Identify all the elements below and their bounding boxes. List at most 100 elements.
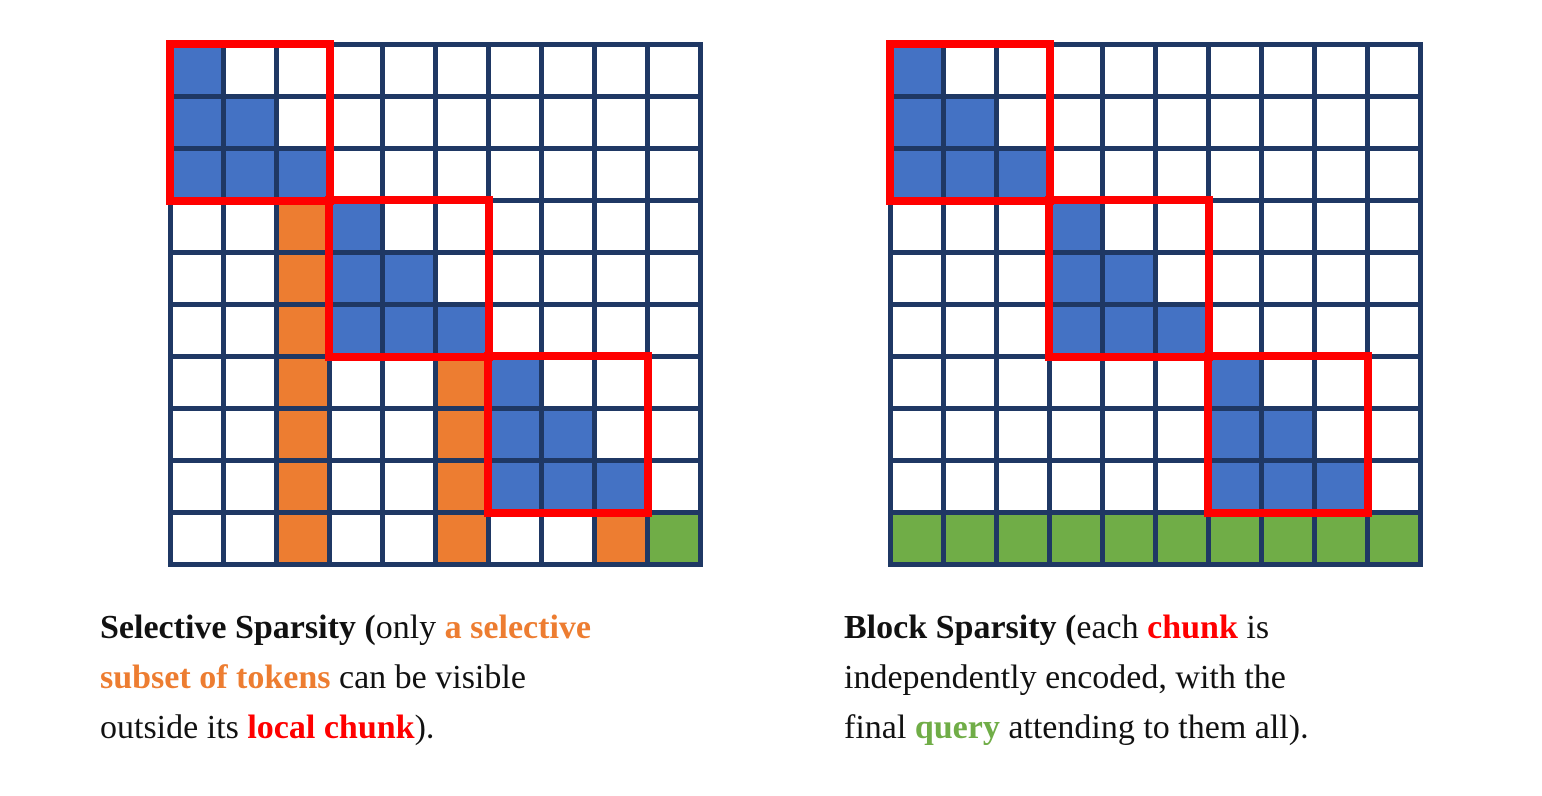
grid-cell-r3c2 bbox=[999, 203, 1047, 250]
caption-segment: can be visible bbox=[330, 659, 526, 696]
grid-cell-r9c7 bbox=[1264, 515, 1312, 562]
grid-cell-r4c8 bbox=[1317, 255, 1365, 302]
grid-cell-r5c3 bbox=[332, 307, 380, 354]
grid-cell-r6c1 bbox=[946, 359, 994, 406]
grid-cell-r9c5 bbox=[1158, 515, 1206, 562]
grid-cell-r8c3 bbox=[332, 463, 380, 510]
caption-segment: final bbox=[844, 709, 915, 746]
caption-segment: Block Sparsity ( bbox=[844, 609, 1077, 646]
grid-cell-r4c6 bbox=[1211, 255, 1259, 302]
grid-cell-r2c9 bbox=[1370, 151, 1418, 198]
grid-cell-r0c0 bbox=[173, 47, 221, 94]
grid-cell-r8c3 bbox=[1052, 463, 1100, 510]
grid-cell-r7c5 bbox=[1158, 411, 1206, 458]
grid-cell-r8c4 bbox=[385, 463, 433, 510]
grid-cell-r3c2 bbox=[279, 203, 327, 250]
grid-cell-r9c9 bbox=[650, 515, 698, 562]
caption-segment: outside its bbox=[100, 709, 248, 746]
grid-cell-r0c4 bbox=[1105, 47, 1153, 94]
grid-cell-r1c1 bbox=[946, 99, 994, 146]
grid-cell-r4c8 bbox=[597, 255, 645, 302]
grid-cell-r6c3 bbox=[332, 359, 380, 406]
grid-cell-r6c7 bbox=[544, 359, 592, 406]
grid-cell-r2c7 bbox=[1264, 151, 1312, 198]
grid-cell-r6c4 bbox=[385, 359, 433, 406]
grid-cell-r7c1 bbox=[226, 411, 274, 458]
grid-cell-r4c9 bbox=[1370, 255, 1418, 302]
grid-cell-r5c8 bbox=[597, 307, 645, 354]
caption-segment: independently encoded, with the bbox=[844, 659, 1286, 696]
grid-cell-r3c5 bbox=[438, 203, 486, 250]
grid-cell-r2c5 bbox=[438, 151, 486, 198]
grid-cell-r4c5 bbox=[438, 255, 486, 302]
grid-cell-r8c7 bbox=[1264, 463, 1312, 510]
grid-cell-r1c3 bbox=[332, 99, 380, 146]
grid-cell-r8c2 bbox=[999, 463, 1047, 510]
grid-cell-r9c3 bbox=[1052, 515, 1100, 562]
grid-cell-r0c6 bbox=[491, 47, 539, 94]
grid-cell-r4c0 bbox=[893, 255, 941, 302]
grid-cell-r7c8 bbox=[1317, 411, 1365, 458]
grid-cell-r0c9 bbox=[1370, 47, 1418, 94]
grid-cell-r7c6 bbox=[491, 411, 539, 458]
grid-cell-r6c6 bbox=[1211, 359, 1259, 406]
grid-cell-r8c5 bbox=[438, 463, 486, 510]
grid-cell-r5c5 bbox=[1158, 307, 1206, 354]
grid-cell-r9c2 bbox=[999, 515, 1047, 562]
grid-cell-r5c4 bbox=[385, 307, 433, 354]
grid-cell-r5c2 bbox=[999, 307, 1047, 354]
grid-cell-r2c0 bbox=[893, 151, 941, 198]
block-sparsity-caption: Block Sparsity (each chunk is independent… bbox=[844, 603, 1309, 753]
grid-cell-r6c9 bbox=[1370, 359, 1418, 406]
grid-cell-r2c7 bbox=[544, 151, 592, 198]
grid-cell-r7c1 bbox=[946, 411, 994, 458]
grid-cell-r5c8 bbox=[1317, 307, 1365, 354]
grid-cell-r1c6 bbox=[491, 99, 539, 146]
grid-cell-r1c5 bbox=[1158, 99, 1206, 146]
caption-segment: only bbox=[375, 609, 445, 646]
grid-cell-r5c4 bbox=[1105, 307, 1153, 354]
block-sparsity-grid bbox=[886, 40, 1423, 567]
grid-cell-r2c3 bbox=[1052, 151, 1100, 198]
grid-cell-r0c9 bbox=[650, 47, 698, 94]
grid-cell-r2c9 bbox=[650, 151, 698, 198]
grid-cell-r9c1 bbox=[946, 515, 994, 562]
grid-cell-r7c9 bbox=[650, 411, 698, 458]
grid-cell-r0c2 bbox=[999, 47, 1047, 94]
grid-cell-r5c1 bbox=[226, 307, 274, 354]
grid-cell-r6c0 bbox=[173, 359, 221, 406]
grid-cell-r5c7 bbox=[1264, 307, 1312, 354]
grid-cell-r3c8 bbox=[1317, 203, 1365, 250]
grid-cell-r4c7 bbox=[1264, 255, 1312, 302]
grid-cell-r2c5 bbox=[1158, 151, 1206, 198]
grid-cell-r6c5 bbox=[438, 359, 486, 406]
selective-sparsity-grid bbox=[166, 40, 703, 567]
caption-segment: attending to them all). bbox=[999, 709, 1309, 746]
grid-cell-r7c7 bbox=[1264, 411, 1312, 458]
grid-cell-r9c3 bbox=[332, 515, 380, 562]
grid-cell-r9c4 bbox=[385, 515, 433, 562]
grid-cell-r2c6 bbox=[1211, 151, 1259, 198]
grid-cell-r1c5 bbox=[438, 99, 486, 146]
grid-cell-r7c2 bbox=[999, 411, 1047, 458]
grid-cell-r3c3 bbox=[332, 203, 380, 250]
grid-cell-r2c2 bbox=[279, 151, 327, 198]
grid-cell-r7c9 bbox=[1370, 411, 1418, 458]
grid-cell-r9c0 bbox=[893, 515, 941, 562]
grid-cell-r9c8 bbox=[1317, 515, 1365, 562]
caption-line: Block Sparsity (each chunk is bbox=[844, 603, 1309, 653]
caption-segment: chunk bbox=[1147, 609, 1238, 646]
caption-segment: a selective bbox=[444, 609, 591, 646]
grid-cell-r1c9 bbox=[650, 99, 698, 146]
grid-cell-r8c7 bbox=[544, 463, 592, 510]
grid-cell-r1c4 bbox=[385, 99, 433, 146]
grid-cell-r0c7 bbox=[1264, 47, 1312, 94]
grid-cell-r9c7 bbox=[544, 515, 592, 562]
grid-cell-r3c0 bbox=[173, 203, 221, 250]
grid-cell-r9c6 bbox=[491, 515, 539, 562]
grid-cell-r6c5 bbox=[1158, 359, 1206, 406]
grid-cell-r2c4 bbox=[385, 151, 433, 198]
grid-cell-r8c4 bbox=[1105, 463, 1153, 510]
grid-cell-r9c5 bbox=[438, 515, 486, 562]
